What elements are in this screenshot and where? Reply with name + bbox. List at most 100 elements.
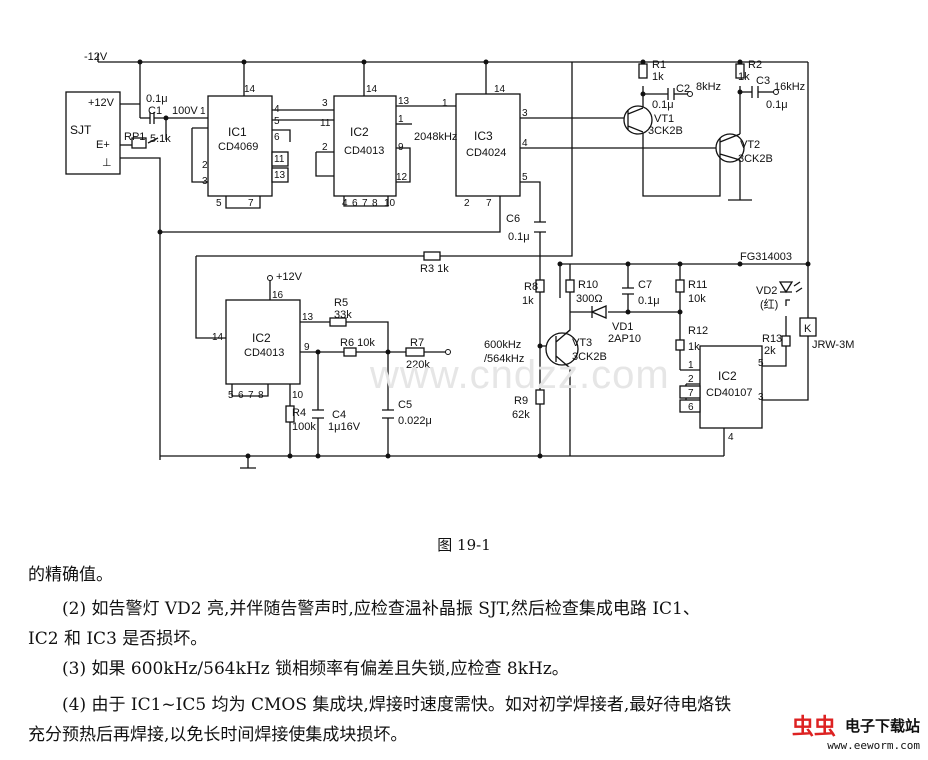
c7-value: 0.1μ	[638, 295, 660, 307]
svg-text:5: 5	[216, 198, 222, 209]
c2-value: 0.1μ	[652, 99, 674, 111]
svg-text:1: 1	[688, 360, 694, 371]
ic2-label: IC2	[350, 125, 369, 139]
sjt-gnd-label: ⊥	[102, 157, 112, 169]
r4-value: 100k	[292, 421, 316, 433]
ic3-chip	[455, 93, 521, 197]
c4-label: C4	[332, 409, 346, 421]
r6-resistor	[343, 347, 357, 357]
svg-text:14: 14	[366, 84, 378, 95]
relay-k	[799, 317, 817, 337]
c3-label: C3	[756, 75, 770, 87]
circuit-wires	[97, 54, 809, 469]
rp1-value: 5.1k	[150, 133, 171, 145]
svg-text:1: 1	[398, 114, 404, 125]
rp1-potentiometer	[131, 137, 147, 149]
svg-text:5: 5	[758, 358, 764, 369]
svg-text:3: 3	[322, 98, 328, 109]
vt1-type: 3CK2B	[648, 125, 683, 137]
ic2-type: CD4013	[344, 145, 384, 157]
vd2-label: VD2	[756, 285, 777, 297]
r13-resistor	[781, 335, 791, 347]
svg-text:4: 4	[728, 432, 734, 443]
paragraph-6: 充分预热后再焊接,以免长时间焊接使集成块损坏。	[28, 725, 408, 745]
plus12-label: +12V	[276, 271, 303, 283]
ic2c-label: IC2	[718, 369, 737, 383]
svg-text:11: 11	[274, 154, 285, 165]
vt3-transistor	[545, 332, 579, 366]
sjt-label: SJT	[70, 123, 92, 137]
vd1-label: VD1	[612, 321, 633, 333]
svg-text:4: 4	[274, 104, 280, 115]
svg-text:10: 10	[384, 198, 396, 209]
r4-label: R4	[292, 407, 306, 419]
r4-resistor	[285, 405, 295, 423]
svg-text:9: 9	[398, 142, 404, 153]
r1-resistor	[638, 63, 648, 79]
r12-label: R12	[688, 325, 708, 337]
c7-capacitor	[622, 287, 634, 295]
c6-label: C6	[506, 213, 520, 225]
svg-text:2: 2	[322, 142, 328, 153]
ic3-label: IC3	[474, 129, 493, 143]
svg-text:4: 4	[522, 138, 528, 149]
ic1-pin11-box	[271, 151, 289, 167]
c4-value: 1μ16V	[328, 421, 361, 433]
r11-resistor	[675, 279, 685, 293]
svg-text:6: 6	[352, 198, 358, 209]
c1-value: 0.1μ	[146, 93, 168, 105]
svg-text:7: 7	[248, 390, 254, 401]
svg-text:3: 3	[202, 176, 208, 187]
c3-value: 0.1μ	[766, 99, 788, 111]
c3-capacitor	[751, 86, 759, 98]
svg-text:3: 3	[758, 392, 764, 403]
r8-value: 1k	[522, 295, 534, 307]
vt3-label: VT3	[572, 337, 592, 349]
r5-value: 33k	[334, 309, 352, 321]
vt1-label: VT1	[654, 113, 674, 125]
r9-resistor	[535, 389, 545, 405]
svg-text:2: 2	[464, 198, 470, 209]
supply-label-top: -12V	[84, 51, 108, 63]
svg-text:1: 1	[200, 106, 206, 117]
c2-capacitor	[667, 88, 675, 100]
svg-text:3: 3	[522, 108, 528, 119]
svg-text:14: 14	[244, 84, 256, 95]
svg-text:6: 6	[274, 132, 280, 143]
ic1-type: CD4069	[218, 141, 258, 153]
r3-label: R3 1k	[420, 263, 449, 275]
relay-type: JRW-3M	[812, 339, 854, 351]
svg-text:16: 16	[272, 290, 284, 301]
ic2c-type: CD40107	[706, 387, 752, 399]
r5-label: R5	[334, 297, 348, 309]
vt3-type: 3CK2B	[572, 351, 607, 363]
sjt-crystal-box	[65, 91, 121, 175]
paragraph-1: 的精确值。	[28, 565, 113, 585]
r8-resistor	[535, 279, 545, 293]
freq-16k-label: 16kHz	[774, 81, 805, 93]
vt2-label: VT2	[740, 139, 760, 151]
ic1-label: IC1	[228, 125, 247, 139]
svg-text:2: 2	[688, 374, 694, 385]
svg-text:7: 7	[362, 198, 368, 209]
paragraph-5: (4) 由于 IC1~IC5 均为 CMOS 集成块,焊接时速度需快。如对初学焊…	[62, 695, 732, 715]
c4-capacitor	[312, 409, 324, 419]
svg-text:12: 12	[396, 172, 408, 183]
ic2-chip	[333, 95, 397, 197]
sjt-e-label: E+	[96, 139, 110, 151]
svg-text:11: 11	[320, 118, 331, 129]
r1-label: R1	[652, 59, 666, 71]
r12-resistor	[675, 339, 685, 351]
r7-label: R7	[410, 337, 424, 349]
brand-url: www.eeworm.com	[827, 739, 920, 752]
r13-value: 2k	[764, 345, 776, 357]
c5-label: C5	[398, 399, 412, 411]
c5-value: 0.022μ	[398, 415, 432, 427]
ic1-chip	[207, 95, 273, 197]
figure-caption: 图 19-1	[437, 536, 491, 554]
ic3-type: CD4024	[466, 147, 506, 159]
ic2c-pin7-box	[679, 385, 701, 399]
r7-resistor	[405, 347, 425, 357]
